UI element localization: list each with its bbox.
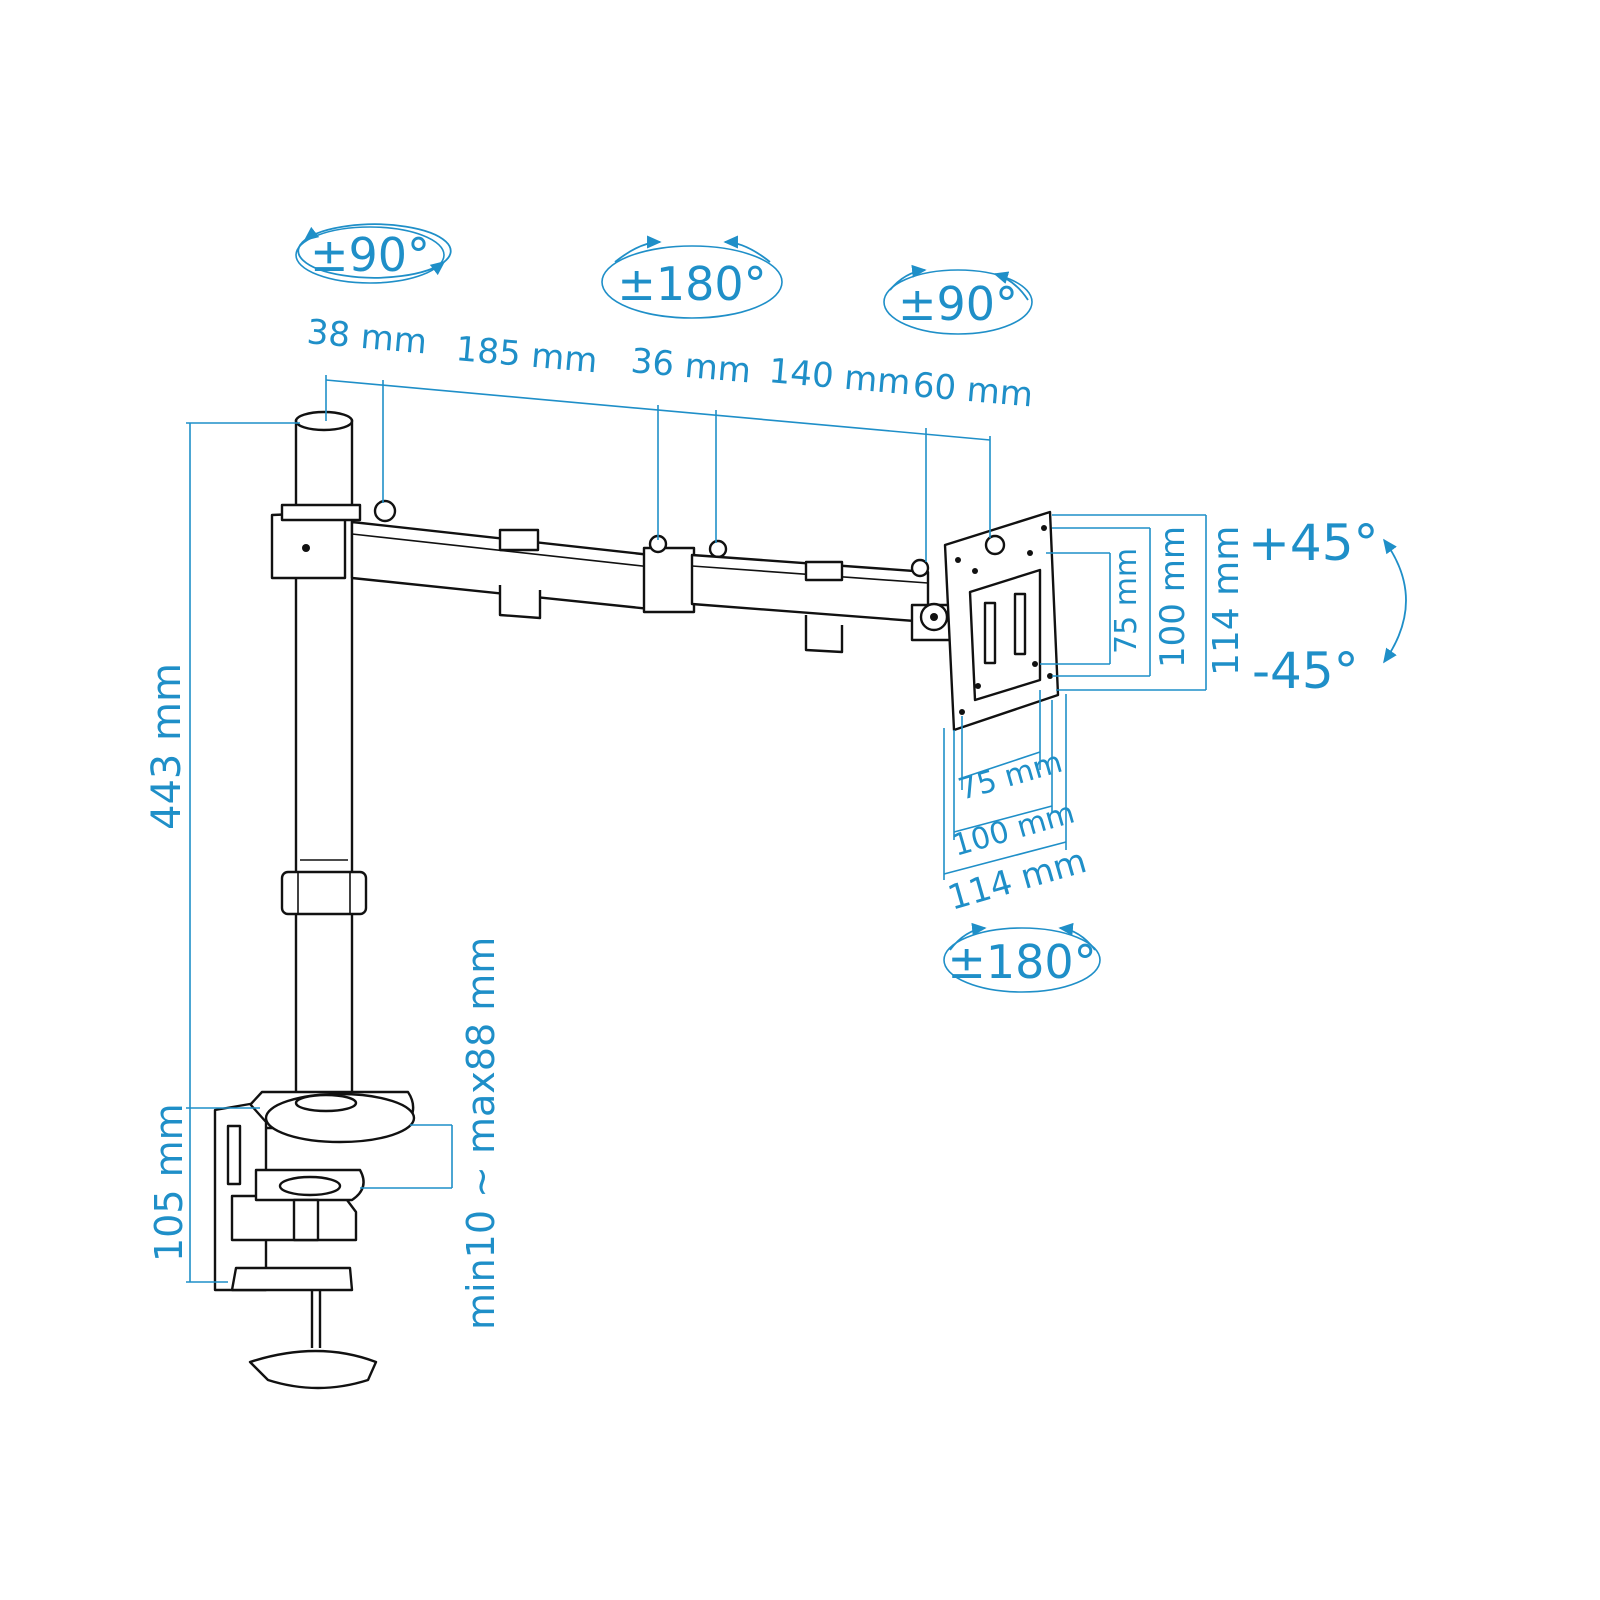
vesa-plate — [943, 510, 1060, 732]
second-arm — [690, 553, 930, 654]
dim-height: 443 mm — [144, 663, 190, 830]
desk-clamp — [213, 1102, 378, 1390]
rotation-badge-pole: ±90° — [295, 223, 452, 284]
dim-desk-thickness: min10 ~ max88 mm — [459, 937, 503, 1330]
rotation-badge-arm-joint: ±180° — [601, 235, 783, 319]
pole-arm-joint — [270, 499, 397, 580]
mount-drawing — [213, 410, 1060, 1390]
dim-second-arm: 140 mm — [767, 351, 912, 403]
tilt-indicator: +45° -45° — [1248, 514, 1407, 700]
rotation-label-arm-joint: ±180° — [617, 257, 766, 311]
first-arm — [350, 520, 662, 620]
dim-vesa-v-114: 114 mm — [1206, 526, 1247, 676]
dim-clamp-height: 105 mm — [147, 1103, 191, 1262]
rotation-label-head-swivel: ±90° — [898, 277, 1018, 331]
dim-vesa-v-100: 100 mm — [1153, 526, 1193, 668]
rotation-label-pole: ±90° — [310, 228, 430, 282]
dim-head-offset: 60 mm — [911, 365, 1034, 415]
dim-pole-width: 38 mm — [305, 312, 428, 362]
dim-joint-width: 36 mm — [629, 341, 752, 391]
rotation-label-screen: ±180° — [947, 935, 1096, 989]
middle-joint — [642, 534, 728, 614]
rotation-badge-screen: ±180° — [943, 922, 1101, 993]
base-plate — [248, 1090, 416, 1144]
dimension-lines — [186, 375, 1207, 1283]
rotation-badge-head-swivel: ±90° — [883, 264, 1033, 335]
dim-vesa-v-75: 75 mm — [1109, 548, 1144, 654]
tilt-label-up: +45° — [1248, 514, 1379, 572]
tilt-label-down: -45° — [1252, 642, 1359, 700]
dim-vesa-h-75: 75 mm — [955, 745, 1067, 808]
dim-first-arm: 185 mm — [454, 329, 599, 381]
height-collar — [280, 870, 368, 916]
